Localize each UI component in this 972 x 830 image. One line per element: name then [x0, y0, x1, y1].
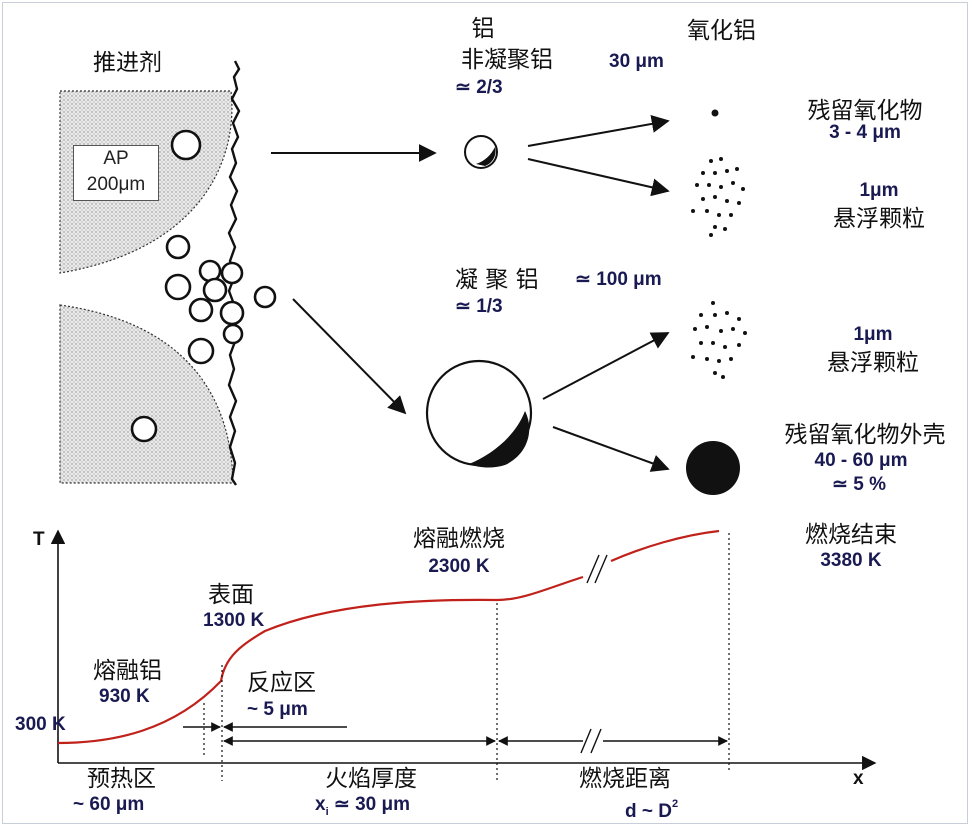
curve-break-2	[594, 554, 608, 584]
smoke-cluster-2	[691, 301, 747, 379]
residual-oxide-size: 3 - 4 μm	[829, 122, 901, 143]
curve-break-1	[586, 554, 600, 584]
al-particles	[130, 129, 277, 443]
ap-label-box: AP 200μm	[73, 145, 159, 201]
oxide-shell-fraction: ≃ 5 %	[832, 474, 886, 495]
arrow-to-oxide-shell	[552, 426, 670, 472]
burn-end-label: 燃烧结束	[805, 522, 897, 548]
smoke-cluster-1	[691, 157, 745, 237]
aluminum-title: 铝	[471, 16, 495, 42]
smoke-label-1: 悬浮颗粒	[833, 206, 925, 232]
flame-thickness-label: 火焰厚度	[325, 766, 417, 792]
oxide-shell	[686, 441, 740, 495]
flame-thickness-formula: xi ≃ 30 μm	[315, 794, 411, 818]
alumina-size: 30 μm	[609, 51, 664, 72]
burn-distance-formula: d ~ D2	[625, 798, 679, 822]
combustion-diagram	[50, 60, 877, 781]
preheat-zone-size: ~ 60 μm	[73, 794, 145, 815]
initial-temp: 300 K	[15, 714, 66, 735]
preheat-zone-label: 预热区	[87, 766, 156, 792]
alumina-title: 氧化铝	[687, 18, 756, 44]
x-axis-label: x	[853, 768, 864, 789]
non-agglomerated-label: 非凝聚铝	[461, 47, 553, 73]
arrow-to-residual-oxide	[527, 114, 670, 147]
temperature-curve-end	[610, 529, 720, 563]
oxide-shell-size: 40 - 60 μm	[814, 450, 908, 471]
ap-label: AP	[103, 148, 129, 169]
melt-burn-label: 熔融燃烧	[413, 526, 505, 552]
smoke-size-2: 1μm	[853, 324, 893, 345]
oxide-shell-label: 残留氧化物外壳	[784, 422, 946, 448]
propellant-title: 推进剂	[93, 50, 162, 76]
distance-break-1	[580, 728, 592, 754]
surface-label: 表面	[208, 582, 254, 608]
arrow-to-agglomerated	[292, 298, 407, 415]
distance-break-2	[590, 728, 602, 754]
small-droplet	[464, 135, 498, 169]
melt-al-temp: 930 K	[99, 686, 150, 707]
melt-burn-temp: 2300 K	[428, 556, 490, 577]
burning-surface	[227, 60, 241, 486]
ap-grain-bottom	[59, 304, 234, 484]
burn-distance-label: 燃烧距离	[579, 766, 671, 792]
ap-size-label: 200μm	[86, 174, 146, 195]
y-axis-label: T	[33, 529, 45, 550]
burn-end-temp: 3380 K	[820, 550, 882, 571]
residual-oxide-label: 残留氧化物	[807, 98, 923, 124]
arrow-to-smoke-1	[527, 158, 670, 197]
smoke-label-2: 悬浮颗粒	[827, 350, 919, 376]
surface-temp: 1300 K	[203, 610, 265, 631]
agglomerated-fraction: ≃ 1/3	[455, 296, 503, 317]
temperature-curve	[57, 575, 584, 745]
reaction-zone-size: ~ 5 μm	[247, 699, 308, 720]
smoke-size-1: 1μm	[859, 180, 899, 201]
residual-oxide-dot	[711, 109, 719, 117]
reaction-zone-label: 反应区	[247, 670, 316, 696]
melt-al-label: 熔融铝	[93, 658, 162, 684]
large-droplet	[425, 359, 533, 468]
agglomerated-size: ≃ 100 μm	[575, 269, 662, 290]
arrow-to-smoke-2	[542, 332, 670, 400]
non-agglomerated-fraction: ≃ 2/3	[455, 77, 503, 98]
agglomerated-label: 凝 聚 铝	[455, 267, 539, 293]
